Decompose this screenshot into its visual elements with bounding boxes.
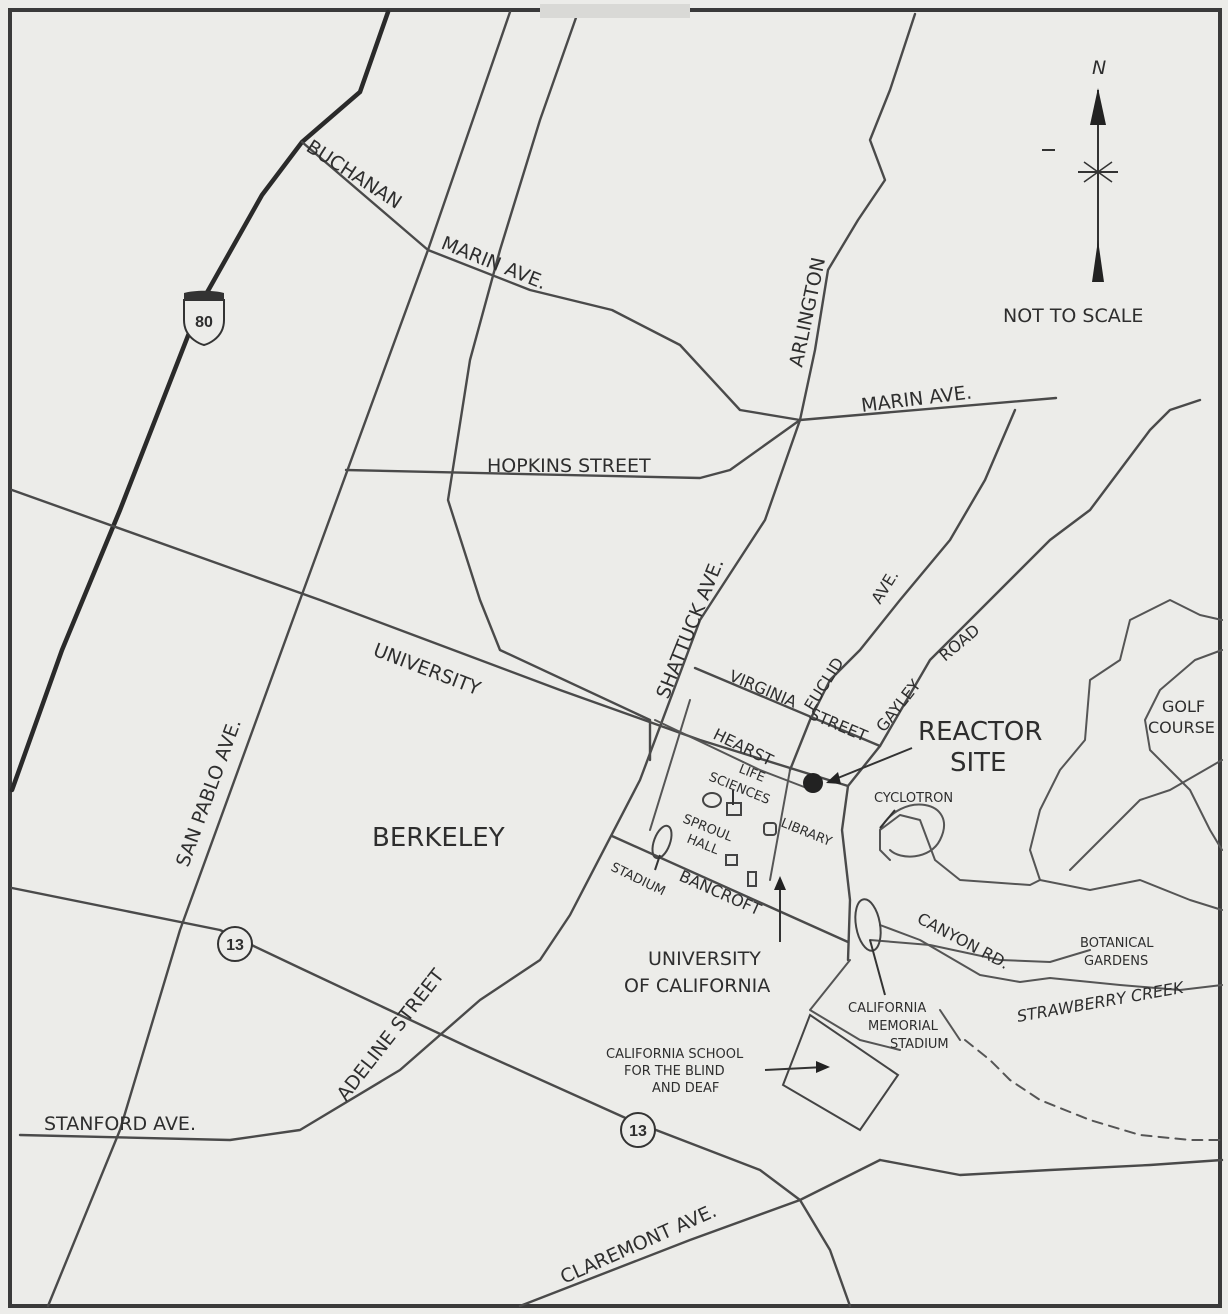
claremont-ave-road — [518, 1158, 882, 1308]
route-13-number-1: 13 — [226, 937, 244, 954]
university-arrow-head — [774, 876, 786, 890]
stadium-arrow — [654, 854, 661, 871]
canyon-road-road — [869, 939, 1091, 963]
library-label: LIBRARY — [779, 816, 834, 850]
golf-course-boundary — [879, 599, 1223, 886]
marin-ave-west-label: MARIN AVE. — [438, 232, 549, 294]
university-of-california-line1: UNIVERSITY — [648, 948, 761, 970]
interstate-80-number: 80 — [195, 314, 213, 331]
hopkins-street-road — [344, 418, 802, 480]
virginia-street-label: STREET — [806, 704, 870, 745]
euclid-label: EUCLID — [800, 654, 847, 714]
memorial-stadium-line3: STADIUM — [890, 1037, 949, 1052]
school-blind-line1: CALIFORNIA SCHOOL — [606, 1047, 744, 1062]
berkeley-label: BERKELEY — [372, 823, 505, 853]
hill-boundary-dashed — [964, 1039, 1223, 1141]
not-to-scale-label: NOT TO SCALE — [1003, 305, 1143, 327]
gayley-road-road — [840, 398, 1202, 962]
memorial-stadium-arrow — [869, 939, 886, 996]
reactor-arrow-head — [826, 772, 841, 784]
route-13-number-2: 13 — [629, 1123, 647, 1140]
shattuck-ave-road — [18, 418, 802, 1142]
euclid-ave-label: AVE. — [867, 566, 902, 607]
route-13-shield-1-icon — [217, 926, 253, 962]
arlington-road — [798, 12, 917, 422]
university-ave-road — [10, 488, 850, 788]
botanical-gardens-line2: GARDENS — [1084, 954, 1148, 969]
memorial-stadium-building — [854, 898, 882, 952]
cyclotron-arrow — [879, 809, 896, 829]
virginia-label: VIRGINIA — [726, 666, 799, 711]
marin-ave-east-label: MARIN AVE. — [860, 382, 973, 417]
school-arrow — [764, 1066, 826, 1071]
hill-contour-3 — [1069, 759, 1223, 871]
north-label: N — [1092, 57, 1106, 79]
cyclotron-loop — [879, 803, 945, 858]
sproul-hall-bldg-2 — [747, 871, 757, 887]
middle-diagonal-road — [446, 10, 652, 762]
campus-path-2 — [769, 769, 791, 881]
gayley-road-label: ROAD — [935, 620, 983, 665]
stadium-building — [651, 824, 673, 860]
life-sciences-building — [702, 792, 722, 808]
north-arrow-icon — [1042, 88, 1118, 282]
bancroft-label: BANCROFT — [676, 866, 764, 919]
interstate-80-shield-icon — [183, 290, 225, 347]
gayley-label: GAYLEY — [872, 676, 924, 736]
university-of-california-line2: OF CALIFORNIA — [624, 975, 770, 997]
golf-course-line2: COURSE — [1148, 718, 1215, 737]
hearst-road — [654, 719, 813, 791]
adeline-street-label: ADELINE STREET — [333, 965, 449, 1105]
stadium-label: STADIUM — [608, 860, 667, 899]
map-frame — [8, 8, 1222, 1308]
school-arrow-head — [816, 1061, 830, 1073]
memorial-stadium-line1: CALIFORNIA — [848, 1001, 926, 1016]
scan-smudge — [540, 4, 690, 18]
sproul-hall-building — [725, 854, 738, 866]
campus-path-3 — [809, 959, 901, 1051]
hill-contour-1 — [1144, 649, 1223, 851]
school-blind-line2: FOR THE BLIND — [624, 1064, 725, 1079]
virginia-street-road — [693, 666, 882, 748]
golf-course-line1: GOLF — [1162, 697, 1205, 716]
shattuck-ave-label: SHATTUCK AVE. — [652, 555, 728, 702]
strawberry-creek-line — [879, 924, 1223, 991]
reactor-site-marker — [803, 773, 823, 793]
hopkins-street-label: HOPKINS STREET — [487, 455, 651, 477]
cyclotron-label: CYCLOTRON — [874, 791, 953, 806]
hill-contour-4 — [939, 1009, 961, 1041]
arlington-label: ARLINGTON — [785, 255, 830, 369]
stanford-ave-label: STANFORD AVE. — [44, 1113, 196, 1135]
route-13-shield-2-icon — [620, 1112, 656, 1148]
san-pablo-ave-label: SAN PABLO AVE. — [172, 716, 246, 870]
hill-contour-2 — [1039, 879, 1223, 911]
buchanan-label: BUCHANAN — [302, 136, 405, 214]
bancroft-road — [610, 834, 850, 944]
strawberry-creek-label: STRAWBERRY CREEK — [1015, 978, 1186, 1026]
marin-ave-east-road — [798, 396, 1058, 422]
reactor-site-line2: SITE — [950, 748, 1006, 778]
school-blind-line3: AND DEAF — [652, 1081, 719, 1096]
memorial-stadium-line2: MEMORIAL — [868, 1019, 939, 1034]
botanical-gardens-line1: BOTANICAL — [1080, 936, 1154, 951]
school-for-blind-site — [781, 1013, 900, 1132]
interstate-80-road — [9, 9, 391, 793]
library-bldg-2 — [763, 822, 777, 836]
claremont-ave-label: CLAREMONT AVE. — [557, 1200, 720, 1289]
west-diagonal-road — [46, 10, 512, 1308]
route-13-east-road — [878, 1158, 1224, 1177]
university-label: UNIVERSITY — [370, 639, 484, 700]
campus-path-1 — [649, 699, 691, 831]
euclid-ave-road — [788, 408, 1017, 772]
reactor-arrow — [827, 747, 913, 783]
reactor-site-line1: REACTOR — [918, 717, 1042, 747]
canyon-rd-label: CANYON RD. — [914, 909, 1012, 973]
